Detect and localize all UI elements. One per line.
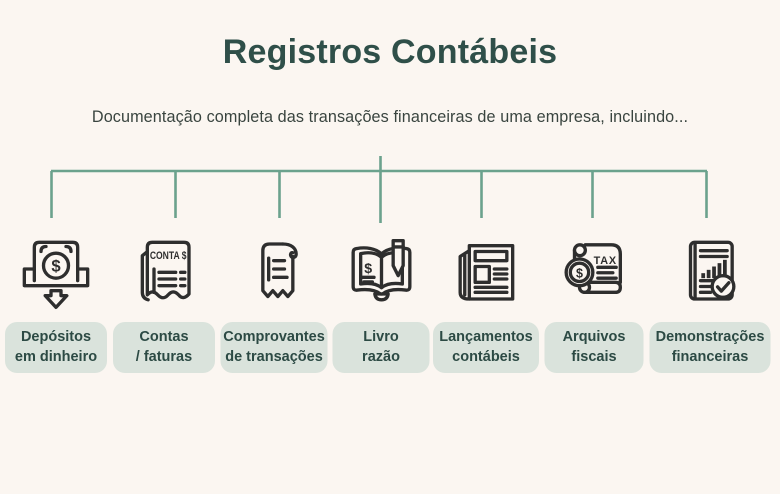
branch-financial-statements: Demonstrações financeiras [649,234,771,373]
svg-text:CONTA $: CONTA $ [150,250,187,262]
label-line2: / faturas [135,348,193,365]
label-tax-files: Arquivos fiscais [544,322,644,373]
svg-text:TAX: TAX [593,255,616,267]
branch-tax-files: TAX $ Arquivos fiscais [544,234,644,373]
label-invoices: Contas / faturas [113,322,215,373]
page-title: Registros Contábeis [222,33,558,71]
label-line1: Livro [363,329,399,346]
branch-cash-deposits: $ Depósitos em dinheiro [5,234,107,373]
page-subtitle: Documentação completa das transações fin… [91,108,689,126]
label-line1: Depósitos [20,329,92,346]
ledger-book-icon: $ [341,234,421,314]
label-financial-statements: Demonstrações financeiras [649,322,771,373]
label-line2: razão [362,348,400,365]
label-line2: de transações [225,348,323,365]
label-line1: Lançamentos [439,329,533,346]
newspaper-icon [446,234,526,314]
svg-text:$: $ [364,261,372,277]
label-line2: fiscais [571,348,617,365]
label-line1: Arquivos [562,329,626,346]
connector-tree [50,156,708,223]
cash-deposit-icon: $ [16,234,96,314]
branch-ledger: $ Livro razão [332,234,430,373]
financial-report-icon [670,234,750,314]
branch-journal-entries: Lançamentos contábeis [433,234,539,373]
label-ledger: Livro razão [332,322,430,373]
svg-text:$: $ [51,257,61,276]
tax-scroll-icon: TAX $ [554,234,634,314]
svg-text:$: $ [576,266,583,280]
invoice-icon: CONTA $ [124,234,204,314]
label-line2: em dinheiro [14,348,98,365]
label-line2: financeiras [671,348,749,365]
label-journal-entries: Lançamentos contábeis [433,322,539,373]
label-line1: Comprovantes [223,329,325,346]
label-cash-deposits: Depósitos em dinheiro [5,322,107,373]
label-line1: Contas [139,329,189,346]
label-line2: contábeis [452,348,520,365]
receipt-icon [234,234,314,314]
label-line1: Demonstrações [655,329,765,346]
branch-invoices: CONTA $ Contas / faturas [113,234,215,373]
label-receipts: Comprovantes de transações [220,322,328,373]
branch-receipts: Comprovantes de transações [220,234,328,373]
